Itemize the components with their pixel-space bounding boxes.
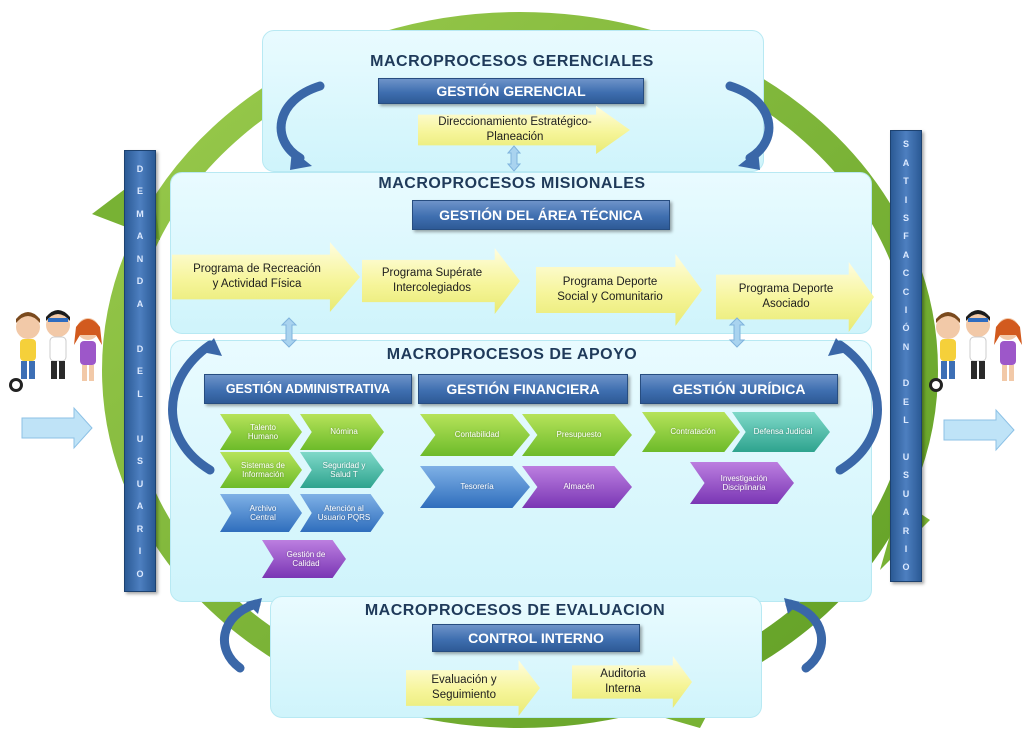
- program-line1: Programa de Recreación: [193, 263, 321, 276]
- letter: S: [902, 139, 909, 150]
- letter: O: [902, 562, 910, 573]
- chev-talento-humano: Talento Humano: [220, 414, 302, 450]
- letter-space: [139, 321, 142, 331]
- letter: S: [136, 456, 143, 466]
- chev-atencion-usuario: Atención al Usuario PQRS: [300, 494, 384, 532]
- letter: E: [902, 396, 909, 407]
- program-line1: Programa Deporte: [562, 276, 658, 289]
- letter: E: [136, 366, 143, 376]
- gestion-juridica-banner: GESTIÓN JURÍDICA: [640, 374, 838, 404]
- letter: A: [136, 231, 144, 241]
- chev-sistemas-informacion: Sistemas de Información: [220, 452, 302, 488]
- program-line1: Programa Supérate: [381, 267, 483, 280]
- letter: A: [902, 507, 910, 518]
- letter: A: [136, 298, 144, 309]
- chev-contabilidad: Contabilidad: [420, 414, 530, 456]
- gestion-administrativa-banner: GESTIÓN ADMINISTRATIVA: [204, 374, 412, 404]
- letter: U: [136, 478, 144, 489]
- misionales-title: MACROPROCESOS MISIONALES: [378, 175, 646, 192]
- letter: N: [136, 253, 144, 264]
- chev-presupuesto: Presupuesto: [522, 414, 632, 456]
- letter-space: [905, 434, 908, 444]
- chev-gestion-calidad: Gestión de Calidad: [262, 540, 346, 578]
- program-line2: Asociado: [762, 298, 810, 310]
- letter: D: [136, 163, 144, 174]
- letter: R: [902, 525, 910, 536]
- letter: D: [136, 343, 144, 354]
- letter: I: [904, 194, 908, 205]
- letter: T: [903, 176, 909, 187]
- letter: N: [902, 341, 910, 352]
- chev-tesoreria: Tesorería: [420, 466, 530, 508]
- children-illustration-left: [9, 310, 102, 392]
- letter: C: [902, 286, 910, 297]
- chev-almacen: Almacén: [522, 466, 632, 508]
- eval-line1: Auditoria: [600, 668, 646, 681]
- chev-defensa-judicial: Defensa Judicial: [732, 412, 830, 452]
- program-line2: Social y Comunitario: [557, 291, 663, 303]
- eval-line1: Evaluación y: [431, 674, 497, 687]
- letter: C: [902, 268, 910, 279]
- letter: L: [137, 388, 143, 399]
- chev-seguridad-salud: Seguridad y Salud T: [300, 452, 384, 488]
- letter: U: [902, 488, 910, 499]
- program-line2: y Actividad Física: [212, 278, 302, 290]
- letter-space: [139, 411, 142, 421]
- letter: I: [138, 546, 142, 556]
- apoyo-title: MACROPROCESOS DE APOYO: [386, 346, 638, 363]
- letter: A: [902, 249, 910, 260]
- letter: I: [904, 543, 908, 554]
- letter: D: [902, 378, 910, 389]
- gestion-area-tecnica-banner: GESTIÓN DEL ÁREA TÉCNICA: [412, 200, 670, 230]
- letter: A: [136, 501, 144, 511]
- letter: I: [904, 304, 908, 315]
- letter: S: [902, 470, 909, 481]
- letter-space: [905, 360, 908, 370]
- letter: A: [902, 157, 910, 168]
- children-illustration-right: [929, 310, 1022, 392]
- program-line2: Intercolegiados: [393, 282, 471, 294]
- control-interno-banner: CONTROL INTERNO: [432, 624, 640, 652]
- chev-archivo-central: Archivo Central: [220, 494, 302, 532]
- gestion-gerencial-banner: GESTIÓN GERENCIAL: [378, 78, 644, 104]
- letter: L: [903, 415, 909, 426]
- eval-line2: Seguimiento: [432, 689, 496, 701]
- demanda-usuario-bar: D E M A N D A D E L U S U A R I O: [124, 150, 156, 592]
- letter: S: [902, 212, 909, 223]
- gerenciales-title: MACROPROCESOS GERENCIALES: [370, 53, 654, 70]
- letter: M: [136, 208, 144, 219]
- evaluacion-title: MACROPROCESOS DE EVALUACION: [364, 602, 666, 619]
- chev-contratacion: Contratación: [642, 412, 740, 452]
- letter: F: [903, 231, 909, 242]
- eval-line2: Interna: [605, 683, 641, 695]
- letter: D: [136, 276, 144, 286]
- program-line1: Programa Deporte: [738, 283, 834, 296]
- letter: U: [136, 433, 144, 444]
- letter: E: [136, 186, 143, 196]
- direccionamiento-line1: Direccionamiento Estratégico-: [438, 116, 592, 129]
- direccionamiento-line2: Planeación: [486, 131, 544, 143]
- gestion-financiera-banner: GESTIÓN FINANCIERA: [418, 374, 628, 404]
- letter: U: [902, 452, 910, 463]
- chev-nomina: Nómina: [300, 414, 384, 450]
- letter: Ó: [902, 323, 910, 334]
- chev-investigacion-disciplinaria: Investigación Disciplinaria: [690, 462, 794, 504]
- demanda-usuario-letters: D E M A N D A D E L U S U A R I O: [125, 151, 155, 591]
- letter: O: [136, 568, 144, 579]
- letter: R: [136, 523, 144, 534]
